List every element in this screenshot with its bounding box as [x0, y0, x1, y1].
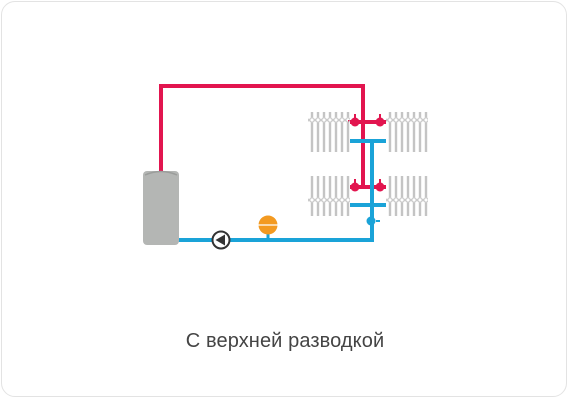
boiler-icon	[143, 170, 179, 245]
radiator-icon	[386, 112, 428, 152]
radiator-icon	[308, 176, 350, 216]
radiator-icon	[308, 112, 350, 152]
valve-icon	[350, 114, 360, 127]
return-pipe	[174, 139, 388, 242]
return-fitting-icon	[366, 216, 380, 226]
valve-icon	[350, 179, 360, 192]
expansion-tank-icon	[258, 215, 278, 240]
valve-icon	[375, 114, 385, 127]
valve-icon	[375, 179, 385, 192]
circulation-pump-icon	[211, 230, 231, 250]
scheme-caption: С верхней разводкой	[185, 330, 385, 352]
supply-pipe	[159, 84, 387, 189]
radiator-icon	[386, 176, 428, 216]
